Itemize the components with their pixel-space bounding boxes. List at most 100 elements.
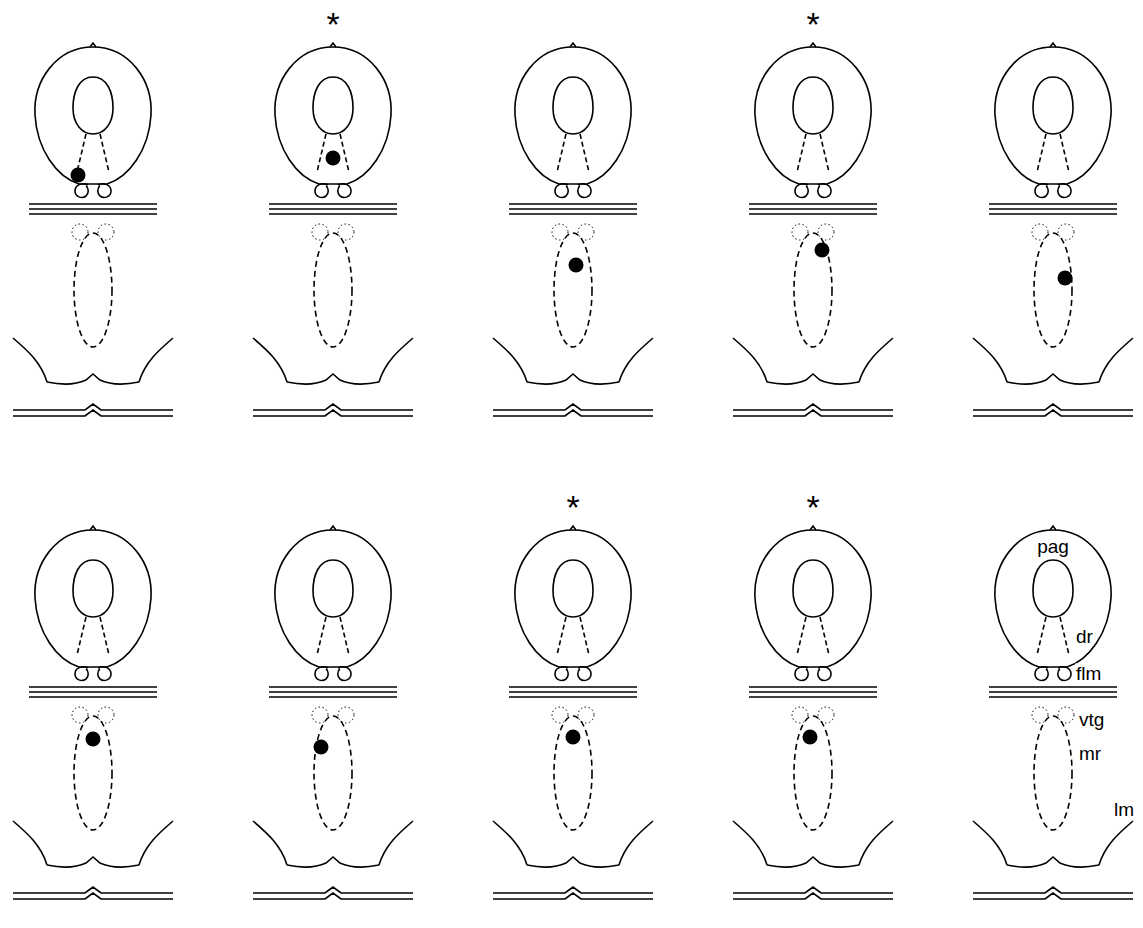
vtg-outline bbox=[818, 224, 834, 240]
fiber-line bbox=[989, 686, 1117, 688]
dr-outline bbox=[1037, 134, 1069, 172]
vtg-outline bbox=[578, 707, 594, 723]
fiber-line bbox=[509, 686, 637, 688]
region-label: mr bbox=[1078, 744, 1102, 763]
aqueduct-outline bbox=[1033, 77, 1073, 134]
fiber-line bbox=[749, 213, 877, 215]
fiber-line bbox=[989, 203, 1117, 205]
flm-loop bbox=[818, 667, 831, 681]
brainstem-section bbox=[253, 526, 413, 899]
flm-loop bbox=[1035, 184, 1048, 198]
aqueduct-outline bbox=[553, 560, 593, 617]
fiber-line bbox=[269, 213, 397, 215]
flm-loop bbox=[1058, 667, 1071, 681]
flm-loop bbox=[795, 667, 808, 681]
midline-nub bbox=[810, 526, 816, 530]
fiber-line bbox=[29, 691, 157, 693]
brainstem-section bbox=[973, 43, 1133, 416]
fiber-line bbox=[29, 203, 157, 205]
ventral-surface bbox=[253, 410, 413, 416]
lm-contour bbox=[139, 821, 173, 865]
ventral-surface bbox=[733, 893, 893, 899]
mr-outline bbox=[554, 716, 592, 830]
lesion-dot bbox=[566, 730, 581, 745]
vtg-outline bbox=[578, 224, 594, 240]
flm-loop bbox=[578, 667, 591, 681]
lm-contour bbox=[859, 338, 893, 382]
brainstem-section bbox=[973, 526, 1133, 899]
lm-contour bbox=[859, 821, 893, 865]
lm-contour bbox=[13, 338, 47, 382]
pag-outline bbox=[755, 47, 871, 184]
fiber-line bbox=[269, 208, 397, 210]
midline-nub bbox=[90, 43, 96, 47]
fiber-line bbox=[509, 208, 637, 210]
lm-contour bbox=[973, 338, 1007, 382]
dr-outline bbox=[317, 134, 349, 172]
lm-contour bbox=[379, 821, 413, 865]
fiber-line bbox=[749, 686, 877, 688]
vtg-outline bbox=[1058, 224, 1074, 240]
flm-loop bbox=[555, 184, 568, 198]
lm-contour bbox=[139, 338, 173, 382]
vtg-outline bbox=[818, 707, 834, 723]
fiber-line bbox=[269, 203, 397, 205]
dr-outline bbox=[77, 617, 109, 655]
mr-outline bbox=[794, 716, 832, 830]
lm-contour bbox=[1099, 338, 1133, 382]
flm-loop bbox=[338, 184, 351, 198]
lm-contour bbox=[733, 821, 767, 865]
flm-loop bbox=[75, 184, 88, 198]
lm-contour bbox=[619, 821, 653, 865]
flm-loop bbox=[75, 667, 88, 681]
region-label: vtg bbox=[1078, 710, 1105, 729]
significance-mark: * bbox=[565, 490, 580, 524]
vtg-outline bbox=[98, 224, 114, 240]
flm-loop bbox=[338, 667, 351, 681]
region-label: lm bbox=[1113, 800, 1135, 819]
aqueduct-outline bbox=[793, 77, 833, 134]
brainstem-section bbox=[13, 526, 173, 899]
pag-outline bbox=[515, 47, 631, 184]
fiber-line bbox=[269, 686, 397, 688]
flm-loop bbox=[555, 667, 568, 681]
pag-outline bbox=[755, 530, 871, 667]
brainstem-section bbox=[733, 526, 893, 899]
ventral-surface bbox=[493, 893, 653, 899]
flm-loop bbox=[578, 184, 591, 198]
pag-outline bbox=[275, 47, 391, 184]
lm-contour bbox=[733, 338, 767, 382]
lesion-dot bbox=[71, 168, 86, 183]
dr-outline bbox=[1037, 617, 1069, 655]
vtg-outline bbox=[1058, 707, 1074, 723]
midline-nub bbox=[810, 43, 816, 47]
aqueduct-outline bbox=[313, 77, 353, 134]
aqueduct-outline bbox=[793, 560, 833, 617]
fiber-line bbox=[749, 208, 877, 210]
ventral-surface bbox=[13, 893, 173, 899]
mr-outline bbox=[794, 233, 832, 347]
ventral-contour bbox=[767, 374, 859, 384]
midline-nub bbox=[570, 43, 576, 47]
fiber-line bbox=[269, 696, 397, 698]
pag-outline bbox=[995, 47, 1111, 184]
lm-contour bbox=[493, 821, 527, 865]
aqueduct-outline bbox=[1033, 560, 1073, 617]
pag-outline bbox=[35, 47, 151, 184]
flm-loop bbox=[795, 184, 808, 198]
ventral-surface bbox=[973, 893, 1133, 899]
brainstem-section bbox=[733, 43, 893, 416]
flm-loop bbox=[315, 667, 328, 681]
fiber-line bbox=[749, 696, 877, 698]
midline-nub bbox=[330, 43, 336, 47]
lm-contour bbox=[13, 821, 47, 865]
dr-outline bbox=[77, 134, 109, 172]
lm-contour bbox=[253, 338, 287, 382]
mr-outline bbox=[1034, 233, 1072, 347]
pag-outline bbox=[275, 530, 391, 667]
aqueduct-outline bbox=[313, 560, 353, 617]
mr-outline bbox=[554, 233, 592, 347]
dr-outline bbox=[317, 617, 349, 655]
pag-outline bbox=[515, 530, 631, 667]
